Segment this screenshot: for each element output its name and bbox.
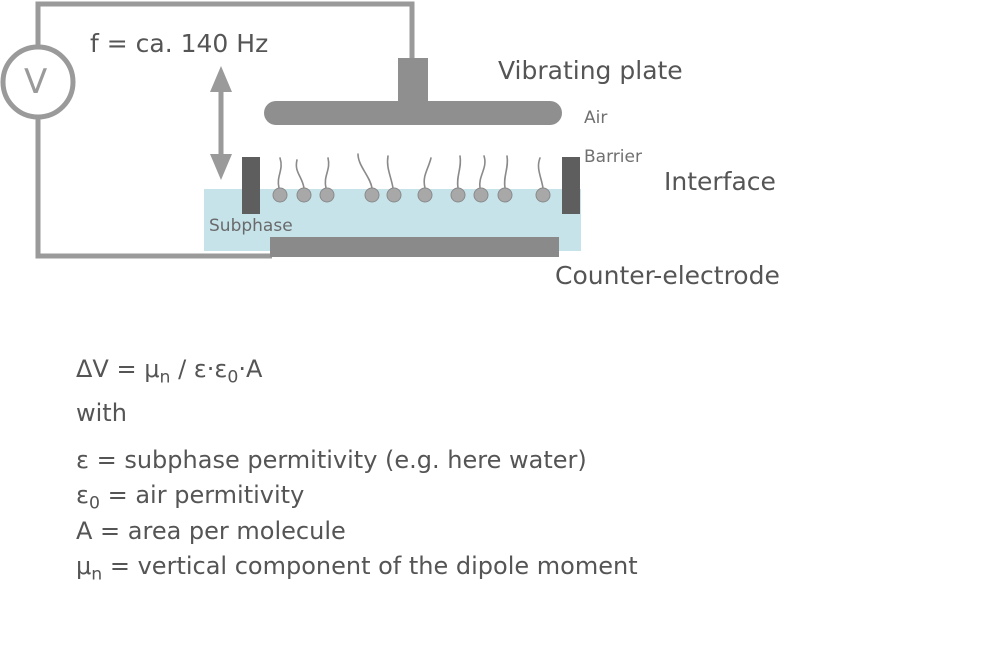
molecule-heads: [272, 187, 551, 203]
left-barrier: [242, 157, 260, 214]
plate-stem: [398, 58, 428, 104]
voltmeter-icon: [0, 44, 76, 120]
subphase-label: Subphase: [209, 216, 293, 236]
formula-equation: ΔV = μn / ε·ε0·A: [76, 355, 263, 388]
counter-electrode: [270, 237, 559, 257]
voltmeter-label: V: [24, 62, 48, 102]
formula-area-definition: A = area per molecule: [76, 517, 346, 545]
formula-mu-definition: μn = vertical component of the dipole mo…: [76, 552, 638, 585]
vibration-arrow-icon: [210, 66, 232, 180]
vibrating-plate-label: Vibrating plate: [498, 56, 683, 85]
air-label: Air: [584, 108, 608, 128]
kelvin-probe-diagram: [0, 1, 581, 259]
counter-electrode-label: Counter-electrode: [555, 261, 780, 290]
frequency-label: f = ca. 140 Hz: [90, 29, 269, 58]
circuit-wire: [35, 1, 415, 259]
formula-epsilon-definition: ε = subphase permitivity (e.g. here wate…: [76, 446, 587, 474]
formula-with: with: [76, 399, 127, 427]
vibrating-plate: [264, 101, 562, 125]
formula-epsilon0-definition: ε0 = air permitivity: [76, 481, 305, 514]
interface-label: Interface: [664, 167, 776, 196]
molecule-tails: [277, 153, 544, 189]
right-barrier: [562, 157, 580, 214]
barrier-label: Barrier: [584, 147, 642, 167]
